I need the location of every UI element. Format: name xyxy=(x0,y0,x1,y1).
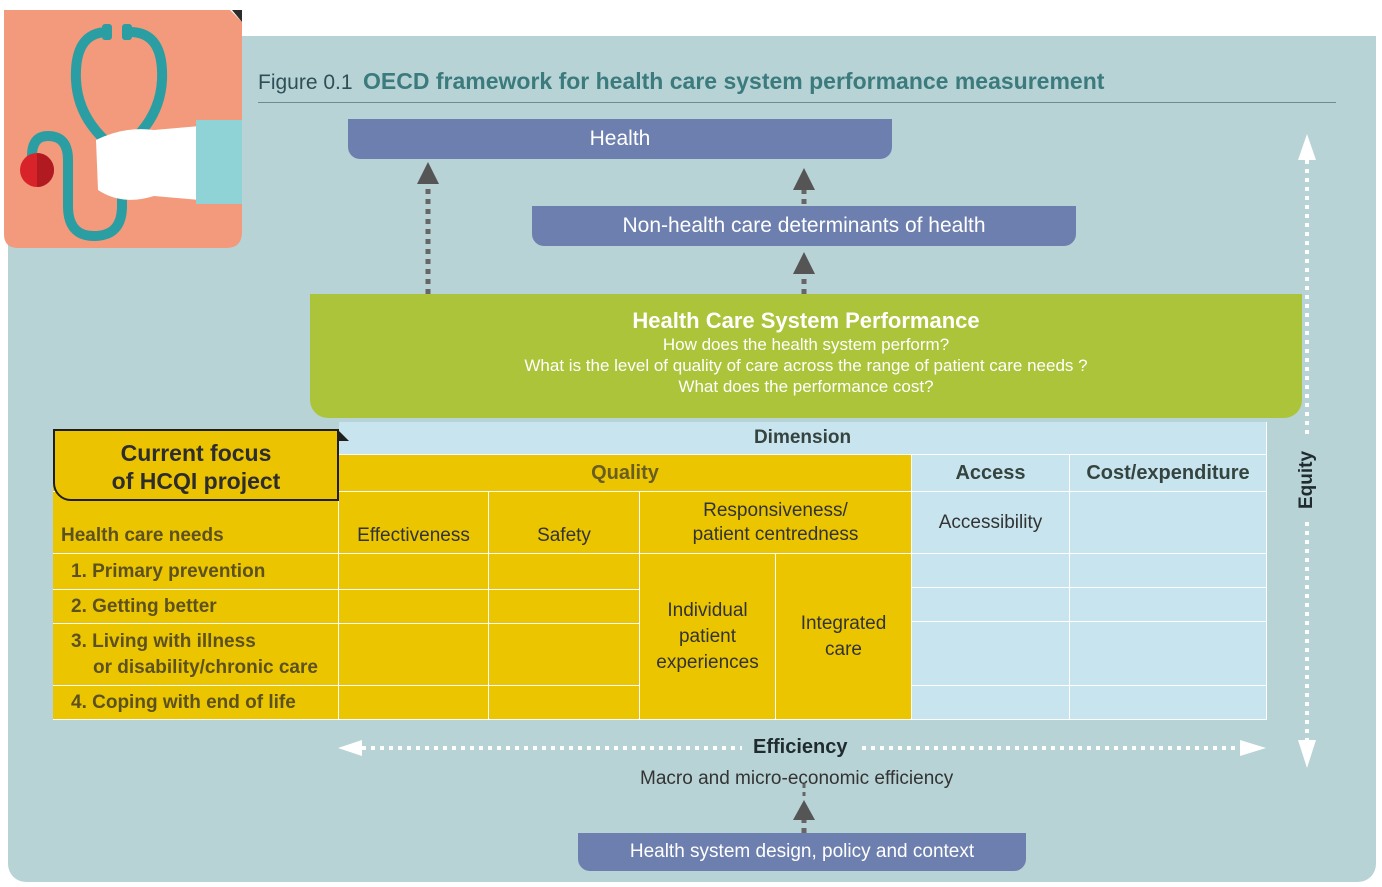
responsiveness-label-2: patient centredness xyxy=(692,523,859,545)
need-label-2: 2. Getting better xyxy=(71,595,217,617)
equity-label-svg: Equity xyxy=(1296,451,1317,509)
quality-label: Quality xyxy=(591,461,659,484)
focus-line-1: Current focus xyxy=(120,440,272,466)
responsiveness-label-1: Responsiveness/ xyxy=(703,499,848,521)
health-label: Health xyxy=(589,127,651,150)
safety-header: Safety xyxy=(489,492,640,554)
cell xyxy=(1070,622,1267,686)
cost-header: Cost/expenditure xyxy=(1070,455,1267,492)
accessibility-label: Accessibility xyxy=(938,512,1043,533)
current-focus-tab: Current focus of HCQI project xyxy=(53,429,339,501)
need-row-3: 3. Living with illness or disability/chr… xyxy=(53,624,339,686)
cell xyxy=(1070,554,1267,588)
cell xyxy=(912,588,1070,622)
need-row-1: 1. Primary prevention xyxy=(53,554,339,590)
figure-title-text: OECD framework for health care system pe… xyxy=(363,68,1105,94)
performance-line-1: How does the health system perform? xyxy=(662,335,950,354)
individual-label-3: experiences xyxy=(656,651,759,673)
health-system-design-box: Health system design, policy and context xyxy=(578,833,1026,871)
performance-box: Health Care System Performance How does … xyxy=(310,294,1302,418)
need-label-1: 1. Primary prevention xyxy=(71,560,266,582)
equity-label: Equity xyxy=(1296,451,1317,509)
need-row-2: 2. Getting better xyxy=(53,590,339,624)
individual-experiences-cell: Individual patient experiences xyxy=(640,554,776,720)
effectiveness-label: Effectiveness xyxy=(357,525,470,546)
cell xyxy=(339,590,489,624)
performance-line-2: What is the level of quality of care acr… xyxy=(524,356,1088,375)
efficiency-label: Efficiency xyxy=(753,736,848,758)
cost-subheader xyxy=(1070,492,1267,554)
needs-header-label: Health care needs xyxy=(61,525,224,546)
cell xyxy=(912,554,1070,588)
integrated-label-1: Integrated xyxy=(800,612,887,634)
cost-label: Cost/expenditure xyxy=(1086,461,1250,484)
need-label-3a: 3. Living with illness xyxy=(71,630,256,652)
cell xyxy=(339,624,489,686)
performance-heading: Health Care System Performance xyxy=(632,308,980,333)
equity-label-wrap: Equity xyxy=(1296,442,1318,518)
needs-header: Health care needs xyxy=(53,492,339,554)
individual-label-1: Individual xyxy=(667,599,748,621)
design-label: Health system design, policy and context xyxy=(629,841,975,862)
cell xyxy=(489,686,640,720)
stethoscope-icon xyxy=(4,10,242,248)
cell xyxy=(1070,588,1267,622)
focus-tab-corner xyxy=(337,429,349,441)
quality-header: Quality xyxy=(339,455,912,492)
access-label: Access xyxy=(955,461,1026,484)
non-health-label: Non-health care determinants of health xyxy=(622,214,986,237)
cell xyxy=(339,554,489,590)
cell xyxy=(912,686,1070,720)
need-row-4: 4. Coping with end of life xyxy=(53,686,339,720)
performance-line-3: What does the performance cost? xyxy=(678,377,934,396)
dimension-label: Dimension xyxy=(753,427,852,448)
responsiveness-header: Responsiveness/ patient centredness xyxy=(640,492,912,554)
dimension-header: Dimension xyxy=(339,422,1267,455)
safety-label: Safety xyxy=(537,525,591,546)
health-box: Health xyxy=(348,119,892,159)
figure-prefix: Figure 0.1 xyxy=(258,71,353,94)
cell xyxy=(339,686,489,720)
cell xyxy=(1070,686,1267,720)
focus-line-2: of HCQI project xyxy=(111,468,281,494)
integrated-care-cell: Integrated care xyxy=(776,554,912,720)
non-health-determinants-box: Non-health care determinants of health xyxy=(532,206,1076,246)
cell xyxy=(912,622,1070,686)
access-header: Access xyxy=(912,455,1070,492)
cell xyxy=(489,624,640,686)
need-label-3b: or disability/chronic care xyxy=(93,656,318,678)
cell xyxy=(489,554,640,590)
efficiency-subtitle: Macro and micro-economic efficiency xyxy=(640,768,954,789)
individual-label-2: patient xyxy=(678,625,737,647)
need-label-4: 4. Coping with end of life xyxy=(71,691,296,713)
accessibility-header: Accessibility xyxy=(912,492,1070,554)
effectiveness-header: Effectiveness xyxy=(339,492,489,554)
integrated-label-2: care xyxy=(825,638,862,660)
figure-title: Figure 0.1 OECD framework for health car… xyxy=(258,68,1336,103)
cell xyxy=(489,590,640,624)
